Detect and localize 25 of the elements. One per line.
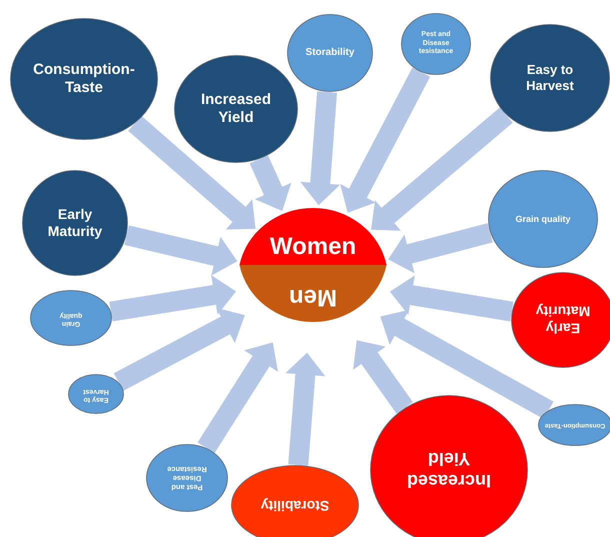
block-arrow: [371, 107, 513, 231]
block-arrow: [390, 275, 514, 322]
node-label: Grain quality: [514, 214, 572, 224]
block-arrow: [340, 68, 430, 213]
block-arrow: [198, 342, 278, 454]
block-arrow: [109, 275, 236, 322]
block-arrow: [114, 308, 245, 391]
node-label: Storability: [260, 496, 330, 514]
node-label: Increased Yield: [406, 449, 492, 492]
node-label: Easy to Harvest: [525, 62, 575, 94]
node-label: Storability: [304, 47, 356, 59]
block-arrow: [388, 223, 493, 274]
block-arrow: [128, 116, 256, 230]
node-label: Women: [268, 233, 358, 262]
node-label: Early Maturity: [534, 303, 592, 337]
node-label: Increased Yield: [200, 91, 272, 127]
block-arrow: [250, 155, 292, 211]
block-arrow: [300, 91, 340, 206]
block-arrow: [124, 225, 238, 276]
block-arrow: [353, 340, 413, 414]
block-arrow: [380, 310, 554, 419]
node-label: Early Maturity: [46, 206, 104, 240]
node-label: Men: [288, 282, 338, 311]
node-label: Consumption-Taste: [32, 61, 136, 97]
block-arrow: [285, 352, 326, 466]
